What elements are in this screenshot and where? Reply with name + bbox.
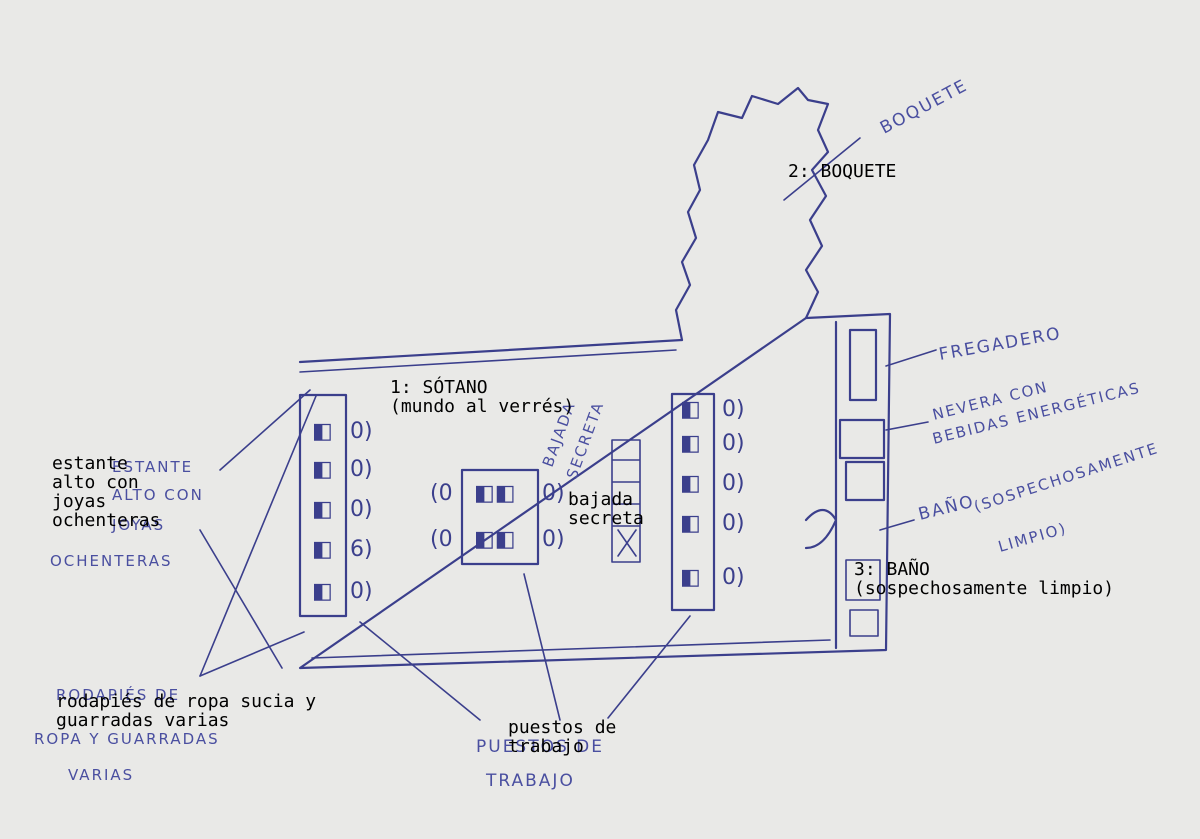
hand-rodapies-1: RODAPIÉS DE bbox=[56, 685, 180, 704]
hand-boquete: BOQUETE bbox=[877, 75, 972, 138]
hand-estante-3: JOYAS bbox=[111, 516, 165, 534]
svg-text:6): 6) bbox=[350, 537, 373, 562]
hand-rodapies-3: VARIAS bbox=[68, 766, 134, 784]
svg-text:◧: ◧ bbox=[312, 579, 333, 604]
svg-text:◧◧: ◧◧ bbox=[474, 481, 516, 506]
label-sotano: 1: SÓTANO (mundo al verrés) bbox=[390, 377, 575, 417]
hand-estante-4: OCHENTERAS bbox=[50, 552, 173, 570]
hand-bano-1: BAÑO bbox=[916, 490, 977, 525]
svg-text:0): 0) bbox=[350, 419, 373, 444]
hand-fregadero: FREGADERO bbox=[937, 324, 1063, 365]
hole-outline bbox=[674, 86, 830, 342]
svg-text:◧: ◧ bbox=[680, 565, 701, 590]
workstation-glyphs: ◧0) ◧0) ◧0) ◧6) ◧0) ◧0) ◧0) ◧0) ◧0) ◧0) … bbox=[312, 397, 745, 604]
hand-bano-2: (SOSPECHOSAMENTE bbox=[972, 439, 1161, 516]
label-puestos: puestos de trabajo bbox=[508, 717, 617, 757]
left-shelf bbox=[298, 393, 348, 618]
label-rodapies: rodapiés de ropa sucia y guarradas varia… bbox=[56, 691, 317, 731]
svg-text:(0: (0 bbox=[430, 481, 453, 506]
basement-outline bbox=[298, 312, 892, 670]
svg-text:◧: ◧ bbox=[312, 419, 333, 444]
svg-text:◧: ◧ bbox=[312, 497, 333, 522]
hand-bano-3: LIMPIO) bbox=[996, 519, 1069, 556]
svg-text:0): 0) bbox=[350, 457, 373, 482]
hand-puestos-2: TRABAJO bbox=[485, 771, 575, 791]
hand-rodapies-2: ROPA Y GUARRADAS bbox=[34, 730, 220, 748]
label-estante: estante alto con joyas ochenteras bbox=[52, 453, 161, 531]
svg-text:◧: ◧ bbox=[312, 537, 333, 562]
svg-text:◧: ◧ bbox=[680, 431, 701, 456]
svg-text:◧: ◧ bbox=[680, 397, 701, 422]
svg-text:◧: ◧ bbox=[680, 511, 701, 536]
svg-text:0): 0) bbox=[722, 397, 745, 422]
secret-stairs bbox=[611, 439, 641, 563]
svg-text:0): 0) bbox=[722, 471, 745, 496]
right-desks bbox=[670, 392, 716, 612]
svg-text:0): 0) bbox=[722, 511, 745, 536]
pointer-lines bbox=[199, 137, 937, 721]
hand-estante-2: ALTO CON bbox=[112, 486, 204, 504]
bathroom-wall bbox=[804, 320, 886, 650]
basement-top-inner bbox=[299, 349, 677, 373]
label-bajada: bajada secreta bbox=[568, 489, 644, 529]
svg-text:(0: (0 bbox=[430, 527, 453, 552]
svg-text:◧◧: ◧◧ bbox=[474, 527, 516, 552]
center-desks bbox=[460, 468, 540, 566]
svg-text:0): 0) bbox=[350, 579, 373, 604]
svg-text:0): 0) bbox=[542, 527, 565, 552]
svg-text:◧: ◧ bbox=[680, 471, 701, 496]
label-bano: 3: BAÑO (sospechosamente limpio) bbox=[854, 559, 1115, 599]
svg-text:0): 0) bbox=[722, 565, 745, 590]
svg-text:◧: ◧ bbox=[312, 457, 333, 482]
hand-estante-1: ESTANTE bbox=[112, 458, 193, 476]
basement-bottom-inner bbox=[311, 639, 831, 659]
toilet bbox=[845, 559, 881, 637]
hand-puestos-1: PUESTOS DE bbox=[476, 737, 604, 757]
svg-text:0): 0) bbox=[350, 497, 373, 522]
svg-text:0): 0) bbox=[542, 481, 565, 506]
label-boquete: 2: BOQUETE bbox=[788, 161, 897, 182]
svg-text:0): 0) bbox=[722, 431, 745, 456]
